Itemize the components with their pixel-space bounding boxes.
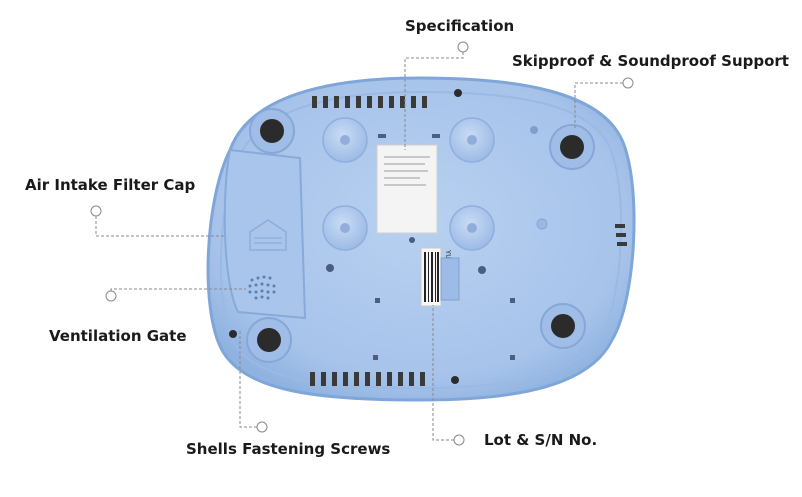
callout-skipproof-support: Skipproof & Soundproof Support (512, 52, 789, 70)
specification-label (376, 144, 438, 234)
inner-pads (322, 117, 495, 251)
callout-ventilation-gate: Ventilation Gate (49, 327, 187, 345)
rubber-feet (246, 108, 595, 363)
device-rim (219, 90, 623, 390)
callout-lot-sn: Lot & S/N No. (484, 431, 598, 449)
air-intake-filter-cap (223, 148, 307, 320)
callout-markers (90, 41, 634, 446)
lot-sn-sticker: YU1ESN 0025 (420, 247, 460, 307)
side-vent (615, 224, 627, 246)
bottom-vent (310, 372, 425, 386)
screw-holes (326, 134, 515, 360)
device-shell (206, 76, 636, 402)
callout-air-intake-filter-cap: Air Intake Filter Cap (25, 176, 196, 194)
callout-shells-fastening-screws: Shells Fastening Screws (186, 440, 391, 458)
top-vent (312, 96, 427, 108)
callout-specification: Specification (405, 17, 515, 35)
ventilation-gate (248, 275, 276, 300)
